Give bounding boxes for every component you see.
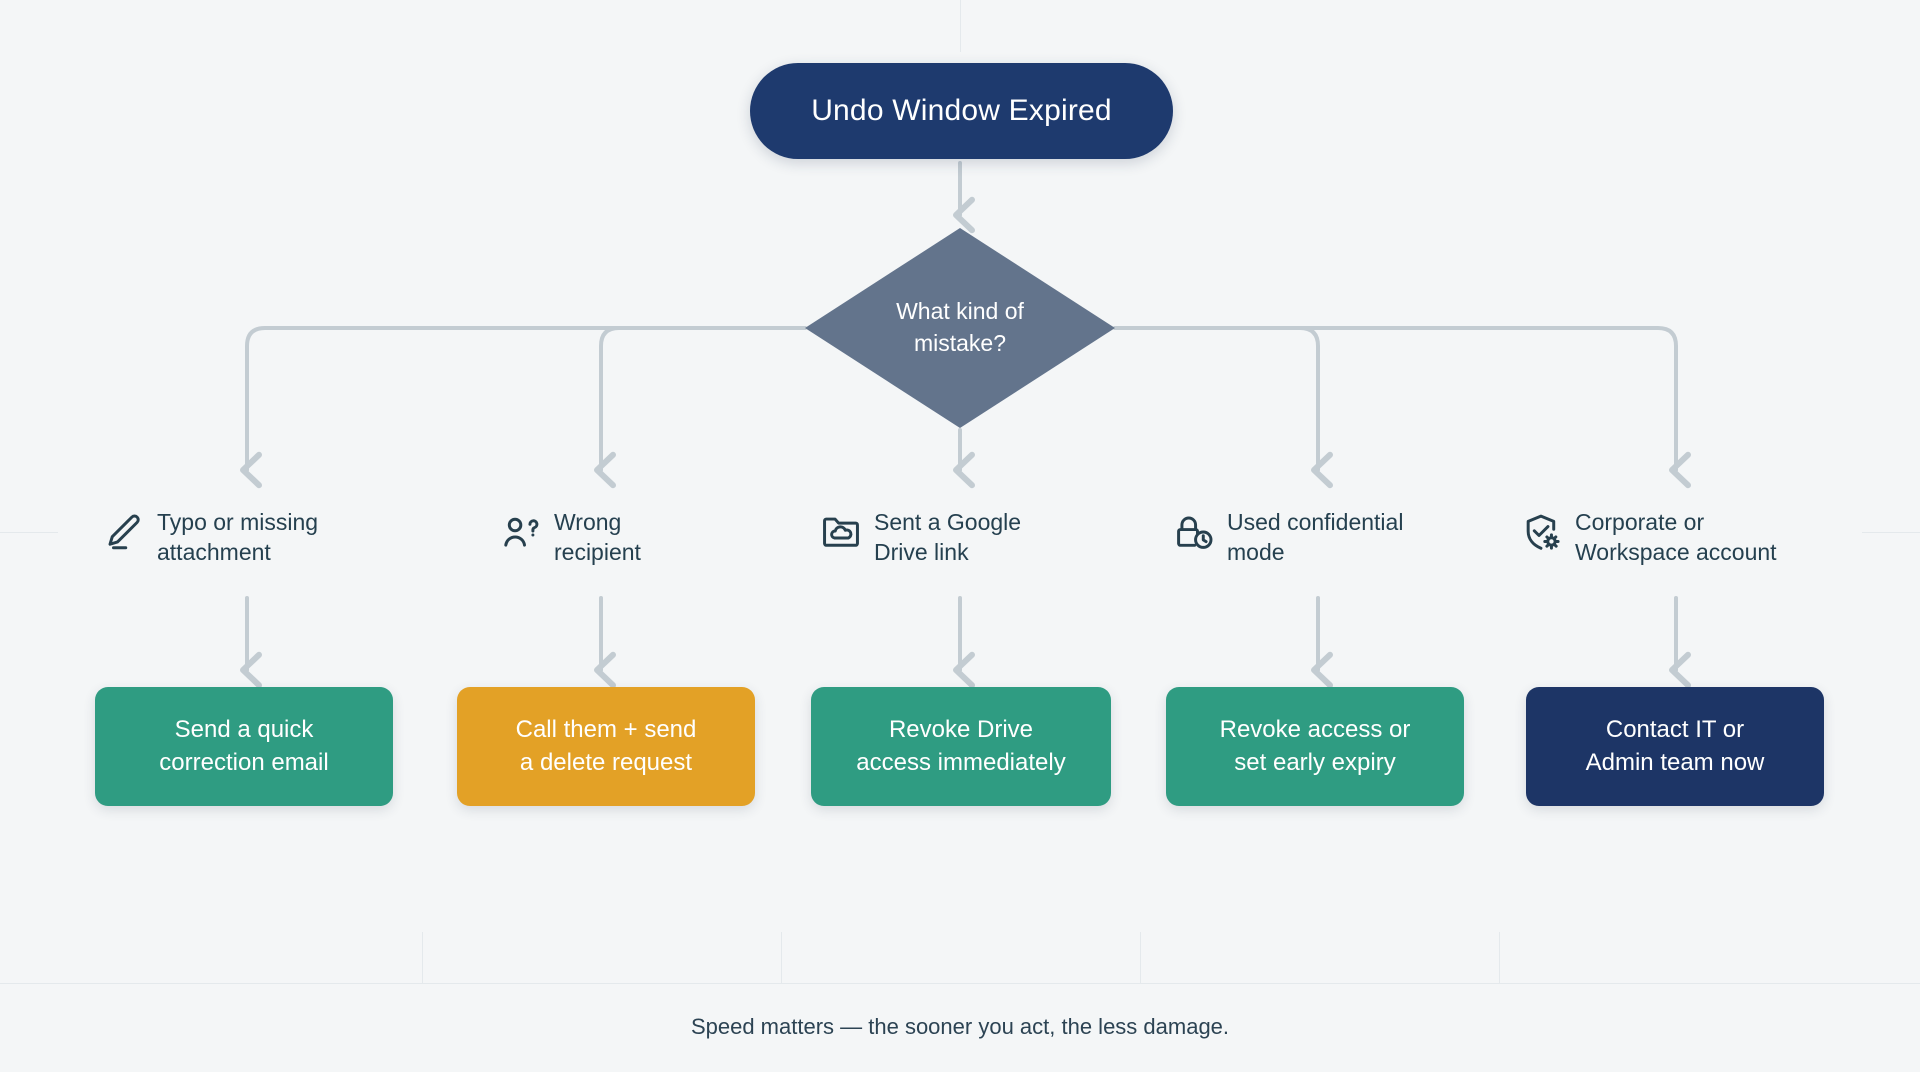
footer-note: Speed matters — the sooner you act, the …: [690, 1014, 1230, 1039]
node-label: Undo Window Expired: [811, 94, 1112, 127]
grid-line-vertical-4: [1499, 932, 1500, 983]
edge-decision-to-branch-4: [1113, 326, 1333, 489]
node-undo-window-expired[interactable]: Undo Window Expired: [750, 63, 1173, 159]
person-question-icon: [500, 511, 542, 553]
folder-cloud-icon: [820, 511, 862, 553]
node-what-kind-of-mistake[interactable]: What kind of mistake?: [805, 228, 1115, 428]
branch-label: Sent a Google Drive link: [874, 509, 1022, 566]
edge-decision-to-branch-2: [594, 326, 807, 489]
lock-clock-icon: [1173, 511, 1215, 553]
grid-line-right-horizontal: [1862, 532, 1920, 533]
grid-line-vertical-1: [422, 932, 423, 983]
grid-line-left-horizontal: [0, 532, 58, 533]
action-contact-it-or-admin-team-now[interactable]: Contact IT or Admin team now: [1526, 687, 1824, 806]
action-label: Revoke access or set early expiry: [1219, 715, 1411, 776]
action-label: Revoke Drive access immediately: [856, 715, 1066, 776]
branch-wrong-recipient[interactable]: Wrong recipient: [500, 505, 641, 568]
branch-label: Corporate or Workspace account: [1575, 509, 1777, 566]
grid-line-top-vertical: [960, 0, 961, 52]
branch-corporate-or-workspace-account[interactable]: Corporate or Workspace account: [1521, 505, 1777, 568]
branch-used-confidential-mode[interactable]: Used confidential mode: [1173, 505, 1403, 568]
branch-label: Wrong recipient: [554, 509, 641, 566]
node-label: What kind of mistake?: [896, 298, 1024, 356]
grid-line-vertical-2: [781, 932, 782, 983]
action-call-them-send-delete-request[interactable]: Call them + send a delete request: [457, 687, 755, 806]
action-label: Contact IT or Admin team now: [1585, 715, 1765, 776]
grid-line-vertical-3: [1140, 932, 1141, 983]
edge-decision-to-branch-1: [240, 326, 807, 489]
shield-check-gear-icon: [1521, 511, 1563, 553]
action-revoke-drive-access-immediately[interactable]: Revoke Drive access immediately: [811, 687, 1111, 806]
action-send-quick-correction-email[interactable]: Send a quick correction email: [95, 687, 393, 806]
branch-label: Typo or missing attachment: [157, 509, 319, 566]
branch-typo-or-missing-attachment[interactable]: Typo or missing attachment: [103, 505, 318, 568]
grid-line-bottom-horizontal: [0, 983, 1920, 984]
edge-decision-to-branch-5: [1113, 326, 1691, 489]
action-revoke-access-or-set-early-expiry[interactable]: Revoke access or set early expiry: [1166, 687, 1464, 806]
branch-sent-google-drive-link[interactable]: Sent a Google Drive link: [820, 505, 1021, 568]
action-label: Call them + send a delete request: [515, 715, 697, 776]
branch-label: Used confidential mode: [1227, 509, 1404, 566]
pencil-edit-icon: [103, 511, 145, 553]
action-label: Send a quick correction email: [159, 715, 329, 776]
